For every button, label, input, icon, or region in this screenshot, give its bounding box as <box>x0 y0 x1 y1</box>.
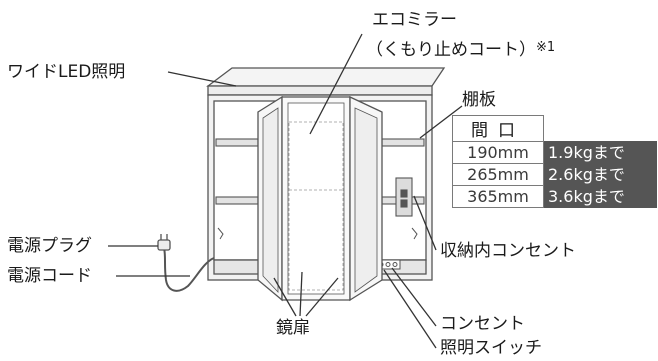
shelf-board-label: 棚板 <box>462 90 496 110</box>
right-mirror-door <box>349 95 383 302</box>
light-switch-label: 照明スイッチ <box>440 338 542 358</box>
wide-led-light-unit <box>206 67 446 96</box>
center-mirror-door <box>281 96 351 301</box>
row-width: 190mm <box>452 141 544 164</box>
anti-fog-coat-label: （くもり止めコート）※1 <box>366 38 555 60</box>
note-mark: ※1 <box>536 40 556 55</box>
inner-outlet <box>395 177 413 217</box>
width-header: 間口 <box>452 115 544 142</box>
shelf-load-table: 間口 190mm 1.9kgまで 265mm 2.6kgまで 365mm 3.6… <box>452 115 657 208</box>
mirror-doors-label: 鏡扉 <box>276 318 310 338</box>
power-cord-label: 電源コード <box>7 266 92 286</box>
wide-led-label: ワイドLED照明 <box>7 62 126 82</box>
inner-outlet-label: 収納内コンセント <box>440 241 576 261</box>
power-cord <box>163 247 215 292</box>
row-capacity: 2.6kgまで <box>543 163 657 186</box>
row-capacity: 3.6kgまで <box>543 185 657 208</box>
left-mirror-door <box>257 95 283 302</box>
power-plug-label: 電源プラグ <box>7 236 92 256</box>
row-width: 265mm <box>452 163 544 186</box>
table-row: 265mm 2.6kgまで <box>452 163 657 186</box>
table-row: 190mm 1.9kgまで <box>452 141 657 164</box>
outlet-label: コンセント <box>440 314 525 334</box>
table-header-row: 間口 <box>452 115 657 142</box>
table-row: 365mm 3.6kgまで <box>452 185 657 208</box>
power-plug <box>157 234 171 251</box>
anti-fog-coat-text: （くもり止めコート） <box>366 40 536 60</box>
eco-mirror-label: エコミラー <box>372 10 457 30</box>
row-capacity: 1.9kgまで <box>543 141 657 164</box>
leader-lines <box>108 33 463 349</box>
row-width: 365mm <box>452 185 544 208</box>
header-spacer <box>544 116 657 142</box>
